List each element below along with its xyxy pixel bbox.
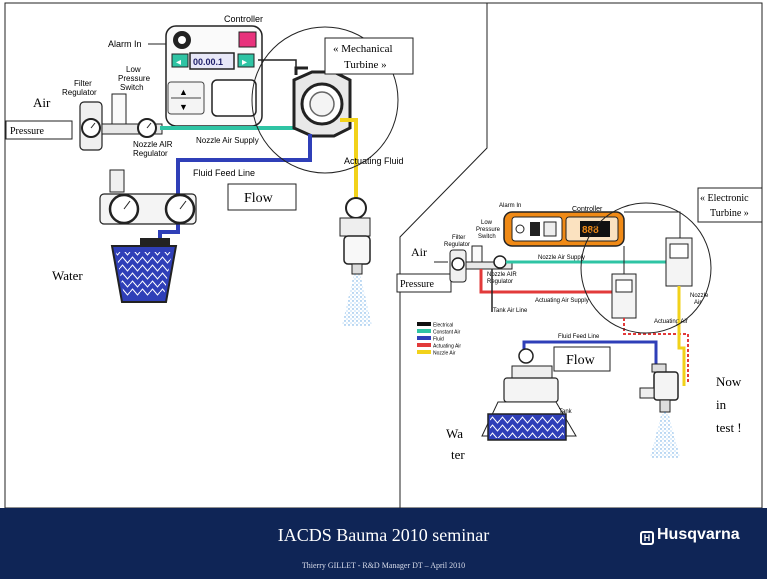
footer-subtitle: Thierry GILLET - R&D Manager DT – April … bbox=[0, 561, 767, 570]
now-in-test-line3: test ! bbox=[716, 420, 742, 435]
right-tank-gauge bbox=[519, 349, 533, 363]
right-nozzle-air-label: Nozzle Air Supply bbox=[538, 255, 585, 261]
right-tank-label: Tank bbox=[559, 409, 573, 415]
right-water-label-line2: ter bbox=[451, 447, 465, 462]
left-controller-label: Controller bbox=[224, 14, 263, 24]
svg-text:▼: ▼ bbox=[179, 102, 188, 112]
right-tank-lid bbox=[504, 378, 558, 402]
right-spray-mist bbox=[650, 412, 680, 458]
legend-swatch bbox=[417, 322, 431, 326]
legend-swatch bbox=[417, 350, 431, 354]
left-fluid-feed-label: Fluid Feed Line bbox=[193, 168, 255, 178]
alarm-indicator bbox=[239, 32, 256, 47]
right-flow-label: Flow bbox=[566, 353, 596, 368]
left-turbine-callout-line2: Turbine » bbox=[344, 59, 387, 71]
footer-bar: IACDS Bauma 2010 seminar Thierry GILLET … bbox=[0, 508, 767, 579]
svg-text:◂: ◂ bbox=[176, 57, 181, 68]
left-turbine-callout-line1: « Mechanical bbox=[333, 43, 393, 55]
husqvarna-crown-icon: H bbox=[640, 531, 654, 545]
left-pressure-label: Pressure bbox=[10, 126, 44, 137]
right-nozzle-regulator-gauge bbox=[494, 256, 506, 268]
now-in-test-line1: Now bbox=[716, 374, 742, 389]
left-water-label: Water bbox=[52, 268, 83, 283]
legend-label: Nozzle Air bbox=[433, 351, 456, 357]
now-in-test-line2: in bbox=[716, 397, 727, 412]
logo-text: Husqvarna bbox=[657, 526, 740, 543]
left-flow-label: Flow bbox=[244, 191, 274, 206]
legend-swatch bbox=[417, 343, 431, 347]
left-actuating-fluid-label: Actuating Fluid bbox=[344, 156, 404, 166]
right-fluid-feed-label: Fluid Feed Line bbox=[558, 334, 600, 340]
legend-label: Electrical bbox=[433, 323, 453, 329]
pressure-switch bbox=[112, 94, 126, 124]
right-spray-nozzle bbox=[654, 372, 678, 400]
controller-screen bbox=[212, 80, 256, 116]
right-turbine-callout-line1: « Electronic bbox=[700, 193, 749, 204]
legend-swatch bbox=[417, 336, 431, 340]
left-air-label: Air bbox=[33, 95, 51, 110]
left-spray-nozzle bbox=[344, 236, 370, 264]
legend-swatch bbox=[417, 329, 431, 333]
right-turbine-callout-line2: Turbine » bbox=[710, 208, 749, 219]
legend-label: Constant Air bbox=[433, 330, 461, 336]
counter-value: 00.00.1 bbox=[193, 57, 223, 67]
svg-text:▸: ▸ bbox=[242, 57, 247, 68]
right-tank-air-line-label: Tank Air Line bbox=[493, 308, 528, 314]
right-water-label-line1: Wa bbox=[446, 426, 463, 441]
right-actuating-air-supply-label: Actuating Air Supply bbox=[535, 298, 589, 304]
right-pressure-label: Pressure bbox=[400, 279, 434, 290]
left-spray-mist bbox=[342, 274, 372, 326]
right-alarm-label: Alarm In bbox=[499, 203, 521, 209]
right-air-label: Air bbox=[411, 245, 427, 259]
svg-text:▲: ▲ bbox=[179, 87, 188, 97]
legend-label: Fluid bbox=[433, 337, 444, 343]
nozzle-gauge bbox=[346, 198, 366, 218]
left-nozzle-air-label: Nozzle Air Supply bbox=[196, 136, 259, 145]
alarm-in-label: Alarm In bbox=[108, 39, 142, 49]
legend-label: Actuating Air bbox=[433, 344, 461, 350]
